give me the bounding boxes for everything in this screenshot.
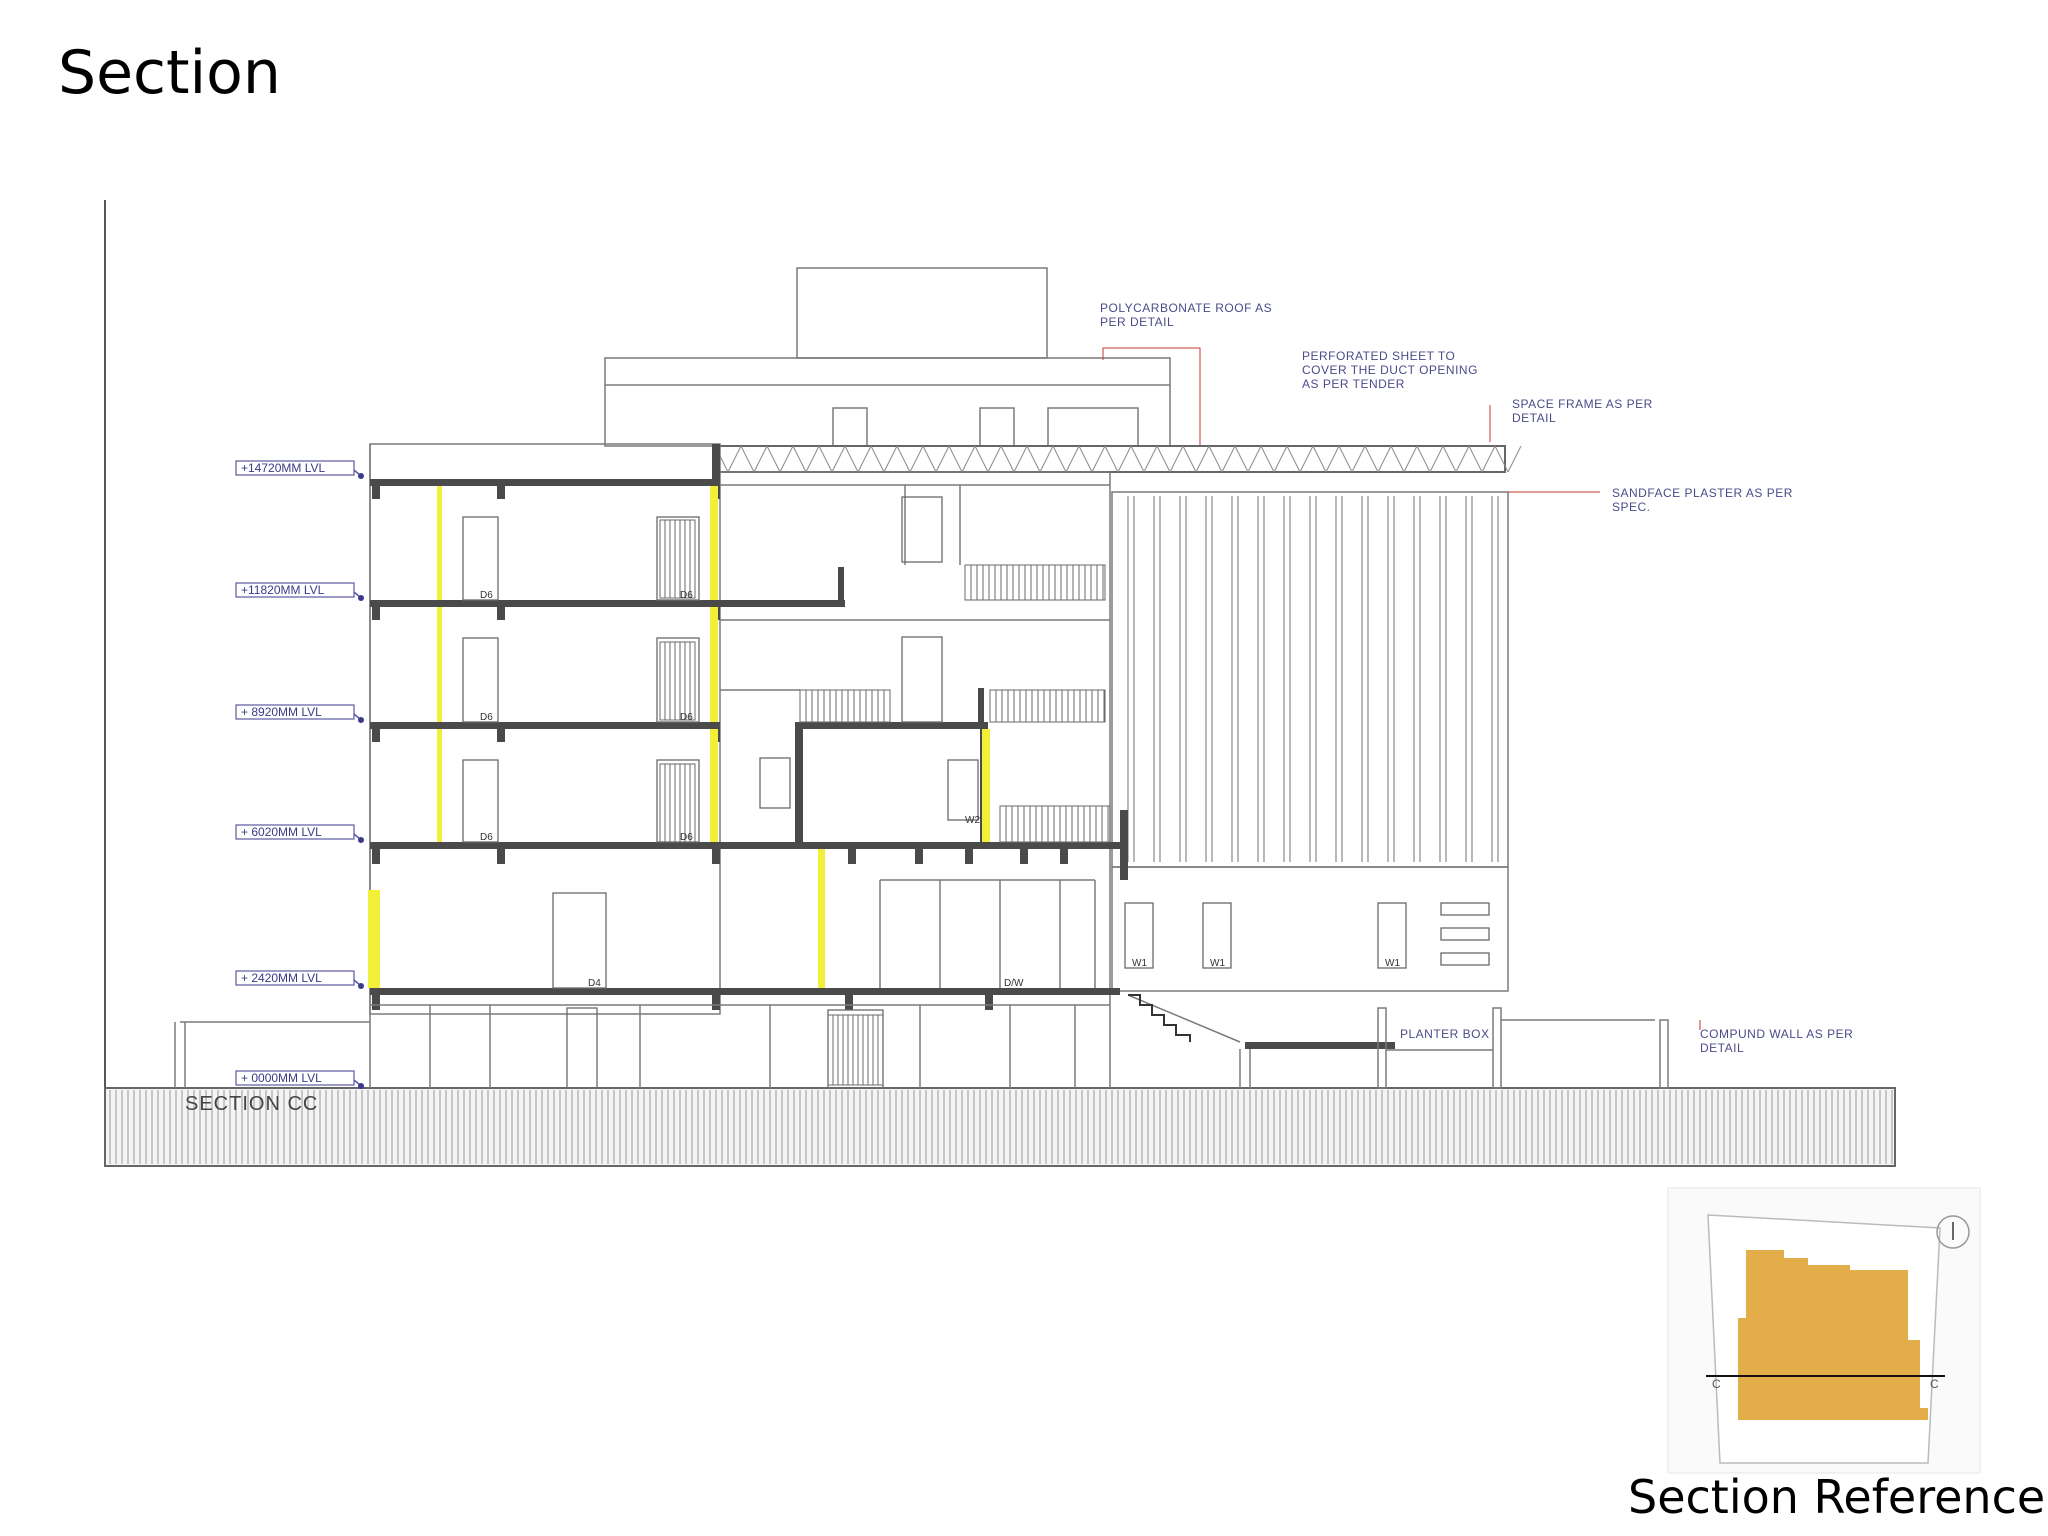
level-label: + 6020MM LVL xyxy=(241,825,322,839)
door-tag: D6 xyxy=(480,590,493,601)
building-footprint xyxy=(1738,1250,1928,1420)
section-mark: C xyxy=(1712,1377,1721,1391)
openings xyxy=(462,496,1490,1089)
level-label: + 2420MM LVL xyxy=(241,971,322,985)
floor-slabs xyxy=(370,479,1395,1049)
level-label: +14720MM LVL xyxy=(241,461,325,475)
note-space-frame: SPACE FRAME AS PER xyxy=(1512,397,1653,411)
level-dot xyxy=(358,473,364,479)
door-tag: D6 xyxy=(680,590,693,601)
note-roof: PER DETAIL xyxy=(1100,315,1174,329)
ground-band xyxy=(104,1087,1896,1167)
level-dot xyxy=(358,837,364,843)
level-marker: + 0000MM LVL xyxy=(235,1070,364,1089)
key-plan: C C xyxy=(1667,1187,1981,1474)
slide-title: Section xyxy=(58,38,281,108)
level-markers: +14720MM LVL +11820MM LVL + 8920MM LVL + 60… xyxy=(235,460,364,1089)
space-frame xyxy=(714,445,1522,473)
door-tag: D6 xyxy=(680,832,693,843)
note-sandface: SANDFACE PLASTER AS PER xyxy=(1612,486,1793,500)
level-dot xyxy=(358,983,364,989)
leader-lines xyxy=(1102,347,1701,1030)
section-label: SECTION CC xyxy=(185,1093,318,1115)
north-arrow-icon xyxy=(1936,1215,1970,1249)
door-tag: D6 xyxy=(480,712,493,723)
level-box xyxy=(235,824,355,840)
glazing-highlights xyxy=(368,486,990,988)
door-tag: D6 xyxy=(480,832,493,843)
section-reference-caption: Section Reference xyxy=(1628,1470,2046,1524)
note-compound-wall: DETAIL xyxy=(1700,1041,1744,1055)
section-mark: C xyxy=(1930,1377,1939,1391)
window-tag: W1 xyxy=(1132,958,1147,969)
window-tag: W1 xyxy=(1210,958,1225,969)
note-perforated: PERFORATED SHEET TO xyxy=(1302,349,1455,363)
level-marker: + 6020MM LVL xyxy=(235,824,364,843)
note-planter-box: PLANTER BOX xyxy=(1400,1027,1490,1041)
level-label: + 0000MM LVL xyxy=(241,1071,322,1085)
facade-fins xyxy=(1127,496,1499,862)
level-marker: + 8920MM LVL xyxy=(235,704,364,723)
roof-structures xyxy=(604,267,1171,447)
building-outline xyxy=(369,443,1509,1088)
note-perforated: AS PER TENDER xyxy=(1302,377,1405,391)
level-marker: + 2420MM LVL xyxy=(235,970,364,989)
note-sandface: SPEC. xyxy=(1612,500,1651,514)
level-dot xyxy=(358,595,364,601)
window-tag: W2 xyxy=(965,815,980,826)
level-label: +11820MM LVL xyxy=(241,583,325,597)
window-tags: W2 W1 W1 W1 xyxy=(965,815,1400,969)
door-tag: D/W xyxy=(1004,978,1024,989)
railings xyxy=(659,519,1111,1086)
level-box xyxy=(235,970,355,986)
note-roof: POLYCARBONATE ROOF AS xyxy=(1100,301,1272,315)
level-marker: +11820MM LVL xyxy=(235,582,364,601)
level-dot xyxy=(358,717,364,723)
level-label: + 8920MM LVL xyxy=(241,705,322,719)
level-box xyxy=(235,582,355,598)
level-box xyxy=(235,704,355,720)
door-tag: D6 xyxy=(680,712,693,723)
ground-elements xyxy=(174,994,1669,1089)
note-perforated: COVER THE DUCT OPENING xyxy=(1302,363,1478,377)
annotations: POLYCARBONATE ROOF AS PER DETAIL PERFORA… xyxy=(1100,301,1853,1055)
door-tag: D4 xyxy=(588,978,601,989)
window-tag: W1 xyxy=(1385,958,1400,969)
door-tags: D6 D6 D6 D6 D6 D6 D4 D/W xyxy=(480,590,1024,989)
note-compound-wall: COMPUND WALL AS PER xyxy=(1700,1027,1853,1041)
level-box xyxy=(235,1070,355,1086)
level-marker: +14720MM LVL xyxy=(235,460,364,479)
level-box xyxy=(235,460,355,476)
level-dot xyxy=(358,1083,364,1089)
note-space-frame: DETAIL xyxy=(1512,411,1556,425)
